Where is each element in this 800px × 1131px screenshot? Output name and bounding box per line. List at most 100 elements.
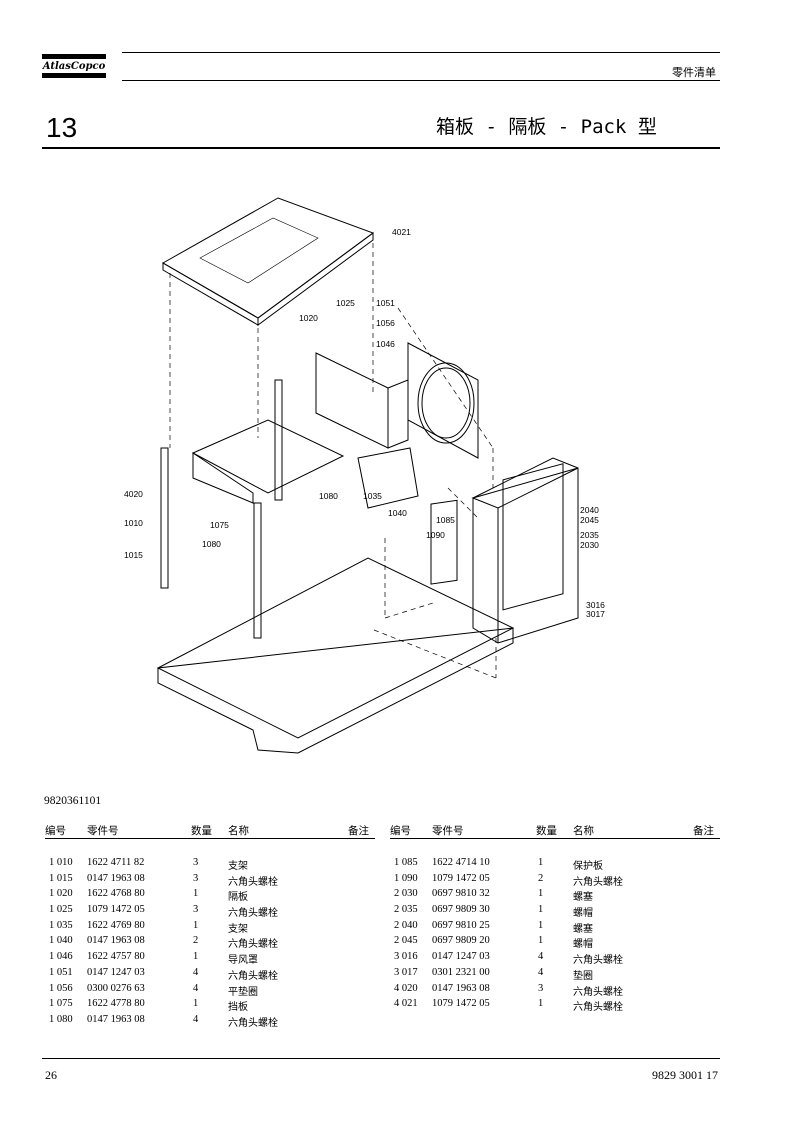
item-number: 1 090 [394, 872, 418, 884]
part-name: 隔板 [228, 892, 248, 904]
item-number: 1 056 [49, 982, 73, 994]
item-number: 1 025 [49, 904, 73, 916]
callout-1080b: 1080 [319, 491, 338, 501]
callout-1051: 1051 [376, 298, 395, 308]
col-part: 零件号 [87, 825, 119, 837]
part-number: 1622 4757 80 [87, 951, 145, 963]
part-name: 六角头螺栓 [228, 1017, 278, 1029]
title-rule [42, 147, 720, 149]
quantity: 2 [538, 872, 544, 884]
quantity: 3 [193, 904, 199, 916]
protective-grille [430, 499, 458, 585]
part-number: 1079 1472 05 [87, 904, 145, 916]
brand-name: AtlasCopco [42, 61, 106, 72]
exploded-view-drawing: 4021 1025 1051 1020 1056 1046 4020 1010 … [124, 197, 605, 754]
part-name: 六角头螺栓 [228, 908, 278, 920]
callout-1040: 1040 [388, 508, 407, 518]
item-number: 1 080 [49, 1013, 73, 1025]
callout-1020: 1020 [299, 313, 318, 323]
bracket [357, 447, 419, 509]
part-number: 0697 9809 30 [432, 904, 490, 916]
page-number: 26 [45, 1068, 57, 1082]
col-item: 编号 [45, 825, 66, 837]
part-name: 六角头螺栓 [573, 955, 623, 967]
part-name: 支架 [228, 923, 248, 935]
quantity: 3 [538, 982, 544, 994]
callout-1080a: 1080 [202, 539, 221, 549]
item-number: 1 040 [49, 935, 73, 947]
table-header-rule [45, 838, 375, 839]
quantity: 1 [538, 998, 544, 1010]
item-number: 2 040 [394, 919, 418, 931]
item-number: 3 017 [394, 966, 418, 978]
quantity: 4 [538, 951, 544, 963]
item-number: 1 075 [49, 998, 73, 1010]
section-title: 箱板 - 隔板 - Pack 型 [436, 116, 657, 138]
drawing-number: 9820361101 [44, 795, 102, 807]
callout-1015: 1015 [124, 550, 143, 560]
col-part: 零件号 [432, 825, 464, 837]
quantity: 1 [538, 857, 544, 868]
quantity: 1 [538, 888, 544, 900]
item-number: 1 010 [49, 857, 73, 868]
callout-1025: 1025 [336, 298, 355, 308]
item-number: 1 085 [394, 857, 418, 868]
part-number: 0147 1247 03 [432, 951, 490, 963]
part-name: 六角头螺栓 [573, 986, 623, 998]
part-number: 0300 0276 63 [87, 982, 145, 994]
part-number: 1622 4768 80 [87, 888, 145, 900]
quantity: 1 [538, 935, 544, 947]
col-qty: 数量 [536, 825, 557, 837]
part-name: 六角头螺栓 [573, 876, 623, 888]
part-name: 螺帽 [573, 939, 593, 951]
item-number: 1 035 [49, 919, 73, 931]
part-name: 挡板 [228, 1002, 248, 1014]
col-name: 名称 [228, 825, 249, 837]
header-bottom-rule [122, 80, 720, 81]
callout-2030: 2030 [580, 540, 599, 550]
baffle-plate [191, 419, 345, 494]
footer-rule [42, 1058, 720, 1059]
quantity: 1 [538, 919, 544, 931]
item-number: 4 021 [394, 998, 418, 1010]
part-name: 螺帽 [573, 908, 593, 920]
quantity: 4 [193, 982, 199, 994]
part-name: 保护板 [573, 861, 603, 872]
header-top-rule [122, 52, 720, 53]
item-number: 3 016 [394, 951, 418, 963]
part-number: 0697 9809 20 [432, 935, 490, 947]
part-name: 螺塞 [573, 892, 593, 904]
part-number: 1622 4711 82 [87, 857, 145, 868]
callout-2045: 2045 [580, 515, 599, 525]
callout-1085: 1085 [436, 515, 455, 525]
doc-type-label: 零件清单 [672, 66, 716, 79]
section-number: 13 [46, 112, 78, 143]
callout-3016: 3016 [586, 600, 605, 610]
atlas-copco-logo: AtlasCopco [42, 54, 106, 78]
part-number: 1622 4778 80 [87, 998, 145, 1010]
electrical-cabinet [472, 457, 579, 644]
part-name: 导风罩 [228, 955, 258, 967]
partition-panel [315, 352, 389, 449]
callout-4021: 4021 [392, 227, 411, 237]
quantity: 1 [193, 919, 199, 931]
col-item: 编号 [390, 825, 411, 837]
part-name: 六角头螺栓 [228, 939, 278, 951]
table-header: 编号 零件号 数量 名称 备注 [390, 823, 720, 839]
quantity: 4 [193, 1013, 199, 1025]
part-number: 1622 4769 80 [87, 919, 145, 931]
col-qty: 数量 [191, 825, 212, 837]
part-name: 螺塞 [573, 923, 593, 935]
part-number: 0147 1963 08 [432, 982, 490, 994]
item-number: 2 035 [394, 904, 418, 916]
quantity: 3 [193, 857, 199, 868]
callout-1090: 1090 [426, 530, 445, 540]
part-number: 0147 1963 08 [87, 1013, 145, 1025]
item-number: 1 020 [49, 888, 73, 900]
col-remarks: 备注 [348, 825, 369, 837]
quantity: 1 [193, 998, 199, 1010]
item-number: 1 051 [49, 966, 73, 978]
table-header-rule [390, 838, 720, 839]
part-number: 0301 2321 00 [432, 966, 490, 978]
